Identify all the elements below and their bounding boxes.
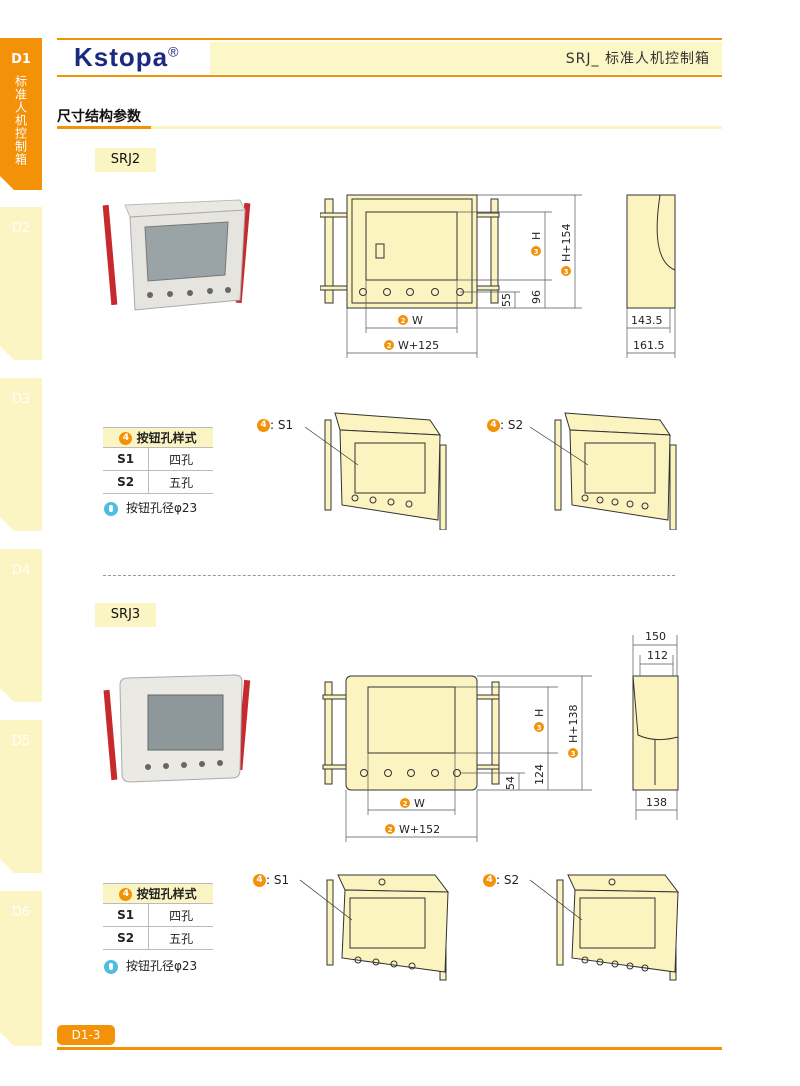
header-top-rule (57, 38, 722, 40)
sidebar-tab-d1[interactable]: D1 标准人机控制箱 (0, 38, 42, 190)
sidebar-tab-d3[interactable]: D3 (0, 378, 42, 531)
sidebar-tab-d5[interactable]: D5 (0, 720, 42, 873)
tab-code: D2 (11, 221, 31, 236)
tip-note-srj3: 按钮孔径φ23 (104, 957, 197, 974)
tab-label: 标准人机控制箱 (13, 75, 28, 166)
dim-h-total: H+154 (560, 224, 573, 262)
svg-text:2: 2 (401, 317, 406, 325)
footer-rule (57, 1047, 722, 1050)
product-photo-srj3 (103, 674, 251, 783)
tab-code: D4 (11, 563, 31, 578)
lightbulb-icon (104, 959, 118, 974)
lightbulb-icon (104, 501, 118, 516)
dim-side-138: 138 (646, 796, 667, 809)
header-band (210, 42, 722, 74)
svg-text:3: 3 (564, 268, 569, 276)
iso-view-srj2-s1 (304, 412, 447, 530)
table-header: 按钮孔样式 (136, 887, 197, 901)
brand-logo: Kstopa® (74, 42, 180, 72)
dimension-drawing-srj2: 2 2 3 3 W W+125 H H+154 96 55 143.5 161.5 (320, 194, 676, 358)
product-photo-srj2 (102, 199, 251, 311)
dim-w: W (412, 314, 423, 327)
svg-text:2: 2 (388, 826, 393, 834)
page-number-badge: D1-3 (57, 1025, 115, 1045)
tip-note-srj2: 按钮孔径φ23 (104, 499, 197, 516)
tab-code: D5 (11, 734, 31, 749)
iso-view-srj3-s2 (530, 874, 680, 981)
dim-h: H (530, 232, 543, 240)
model-label-srj3: SRJ3 (95, 603, 156, 627)
tab-code: D6 (11, 905, 31, 920)
dim-h-total: H+138 (567, 705, 580, 743)
view-label-s2: 4: S2 (483, 873, 519, 887)
dim-96: 96 (530, 290, 543, 304)
svg-text:2: 2 (403, 800, 408, 808)
svg-text:3: 3 (537, 724, 542, 732)
iso-view-srj3-s1 (300, 874, 450, 981)
dimension-drawing-srj3: 2 2 3 3 W W+152 H H+138 124 54 150 112 138 (322, 630, 679, 842)
dim-side-143-5: 143.5 (631, 314, 663, 327)
header-bottom-rule (57, 75, 722, 77)
svg-text:3: 3 (571, 750, 576, 758)
section-title: 尺寸结构参数 (57, 109, 141, 125)
dim-side-112: 112 (647, 649, 668, 662)
dim-h: H (533, 709, 546, 717)
tab-code: D1 (11, 52, 31, 67)
header-title: SRJ_ 标准人机控制箱 (565, 51, 710, 67)
sidebar-tab-d2[interactable]: D2 (0, 207, 42, 360)
view-label-s2: 4: S2 (487, 418, 523, 432)
svg-text:2: 2 (387, 342, 392, 350)
section-underline (57, 126, 151, 129)
sidebar-tab-d6[interactable]: D6 (0, 891, 42, 1046)
dim-124: 124 (533, 764, 546, 785)
section-divider (103, 575, 675, 576)
iso-view-srj2-s2 (530, 412, 677, 530)
dim-w-total: W+152 (399, 823, 440, 836)
tab-code: D3 (11, 392, 31, 407)
dim-54: 54 (504, 776, 517, 790)
view-label-s1: 4: S1 (257, 418, 293, 432)
view-label-s1: 4: S1 (253, 873, 289, 887)
sidebar-tab-d4[interactable]: D4 (0, 549, 42, 702)
dim-side-150: 150 (645, 630, 666, 643)
table-header: 按钮孔样式 (136, 431, 197, 445)
dim-side-161-5: 161.5 (633, 339, 665, 352)
dim-w-total: W+125 (398, 339, 439, 352)
dim-55: 55 (500, 293, 513, 307)
section-underline-pale (151, 126, 722, 129)
svg-text:3: 3 (534, 248, 539, 256)
model-label-srj2: SRJ2 (95, 148, 156, 172)
dim-w: W (414, 797, 425, 810)
